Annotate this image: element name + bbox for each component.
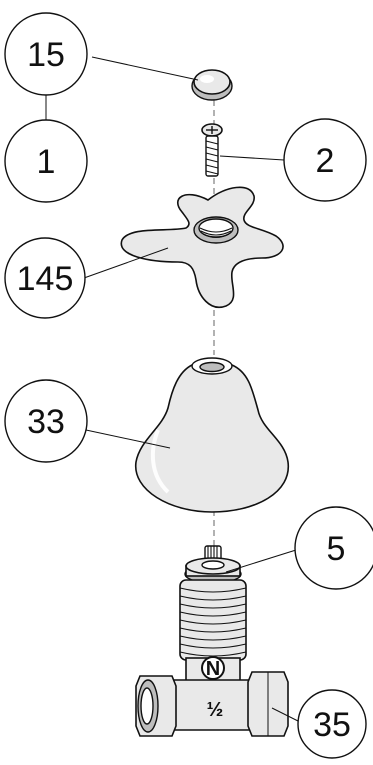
callout-label: 145 — [17, 260, 74, 298]
callout-label: 15 — [27, 36, 65, 74]
callout-33: 33 — [4, 379, 88, 463]
callout-label: 2 — [316, 142, 335, 180]
callout-35: 35 — [297, 689, 367, 759]
leader-line-33 — [85, 429, 171, 449]
callout-15: 15 — [4, 12, 88, 96]
callout-145: 145 — [4, 237, 86, 319]
callout-5: 5 — [294, 506, 373, 590]
part-bell-cover — [135, 357, 289, 513]
logo-letter: N — [206, 658, 220, 680]
part-valve-body: N ½ — [135, 579, 289, 737]
callout-1: 1 — [4, 119, 88, 203]
callout-label: 1 — [37, 143, 56, 181]
leader-line-145 — [83, 247, 169, 279]
part-cap — [191, 69, 233, 101]
callout-2: 2 — [283, 118, 367, 202]
body-size-marking: ½ — [207, 699, 224, 721]
leader-line-2 — [219, 155, 285, 161]
part-cross-handle — [120, 186, 284, 309]
brand-logo: N — [201, 656, 225, 680]
leader-line-5 — [225, 549, 297, 573]
callout-label: 33 — [27, 403, 65, 441]
part-screw — [201, 123, 223, 177]
callout-label: 35 — [313, 706, 351, 744]
callout-label: 5 — [327, 530, 346, 568]
leader-line-15 — [91, 56, 199, 81]
